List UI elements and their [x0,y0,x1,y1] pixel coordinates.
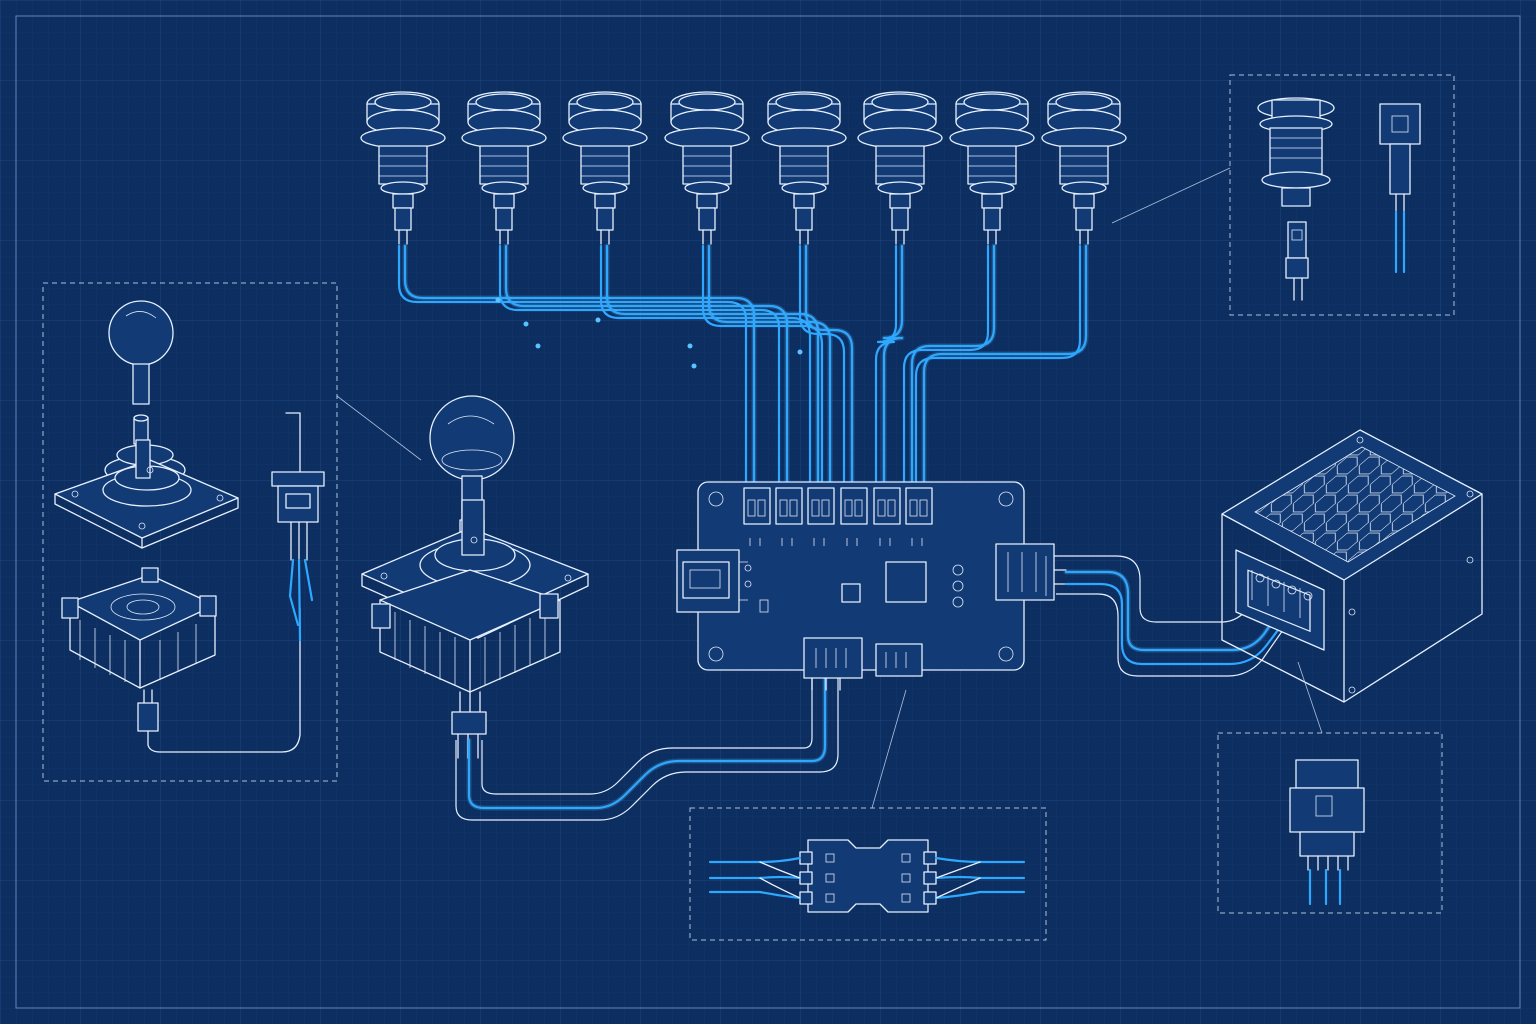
joystick-exploded-detail [42,282,422,782]
arcade-button-2 [461,91,547,245]
psu-vent-grille [1254,446,1456,563]
wire-junction-2 [523,321,529,327]
power-supply-unit [1221,429,1483,703]
psu-connector-detail [1217,661,1443,914]
input-header-6 [905,487,933,546]
sheet-border [15,15,1521,1009]
arcade-button-1 [360,91,446,245]
wire-junction-3 [535,343,541,349]
arcade-button-5 [761,91,847,245]
button-wire-harness [397,243,1089,485]
arcade-button-row [360,91,1127,245]
button-wire-7 [910,244,996,484]
arcade-button-7 [949,91,1035,245]
wire-junction-5 [687,343,693,349]
arcade-joystick [361,395,589,759]
button-wire-8 [922,244,1088,484]
input-header-5 [873,487,901,546]
microcontroller-chip [885,561,927,603]
input-header-row [743,487,933,546]
button-ground-wire-6 [874,244,898,484]
button-wire-1 [403,244,756,484]
arcade-button-3 [562,91,648,245]
input-header-3 [807,487,835,546]
button-ground-wire-1 [397,244,748,484]
connector-detail [689,689,1047,941]
button-ground-wire-4 [701,244,824,484]
arcade-button-8 [1041,91,1127,245]
arcade-button-4 [664,91,750,245]
joystick-header [803,637,863,679]
input-header-4 [840,487,868,546]
usb-port [676,549,748,613]
input-header-1 [743,487,771,546]
wire-junction-6 [797,349,803,355]
input-header-2 [775,487,803,546]
button-wire-4 [707,244,832,484]
button-ground-wire-7 [902,244,990,484]
button-wire-5 [804,244,854,484]
button-ground-wire-8 [914,244,1082,484]
power-header [995,543,1055,601]
button-ground-wire-2 [498,244,781,484]
wire-junction-1 [495,297,501,303]
arcade-button-6 [857,91,943,245]
joystick-cable [455,673,839,821]
button-wire-3 [605,244,820,484]
button-wire-2 [504,244,789,484]
power-cable [1056,555,1292,677]
wire-junction-7 [691,363,697,369]
aux-header [875,643,923,677]
usb-encoder-board [676,481,1067,691]
button-detail [1111,74,1455,316]
button-wire-6 [882,244,904,484]
button-ground-wire-5 [798,244,846,484]
wire-junction-4 [595,317,601,323]
